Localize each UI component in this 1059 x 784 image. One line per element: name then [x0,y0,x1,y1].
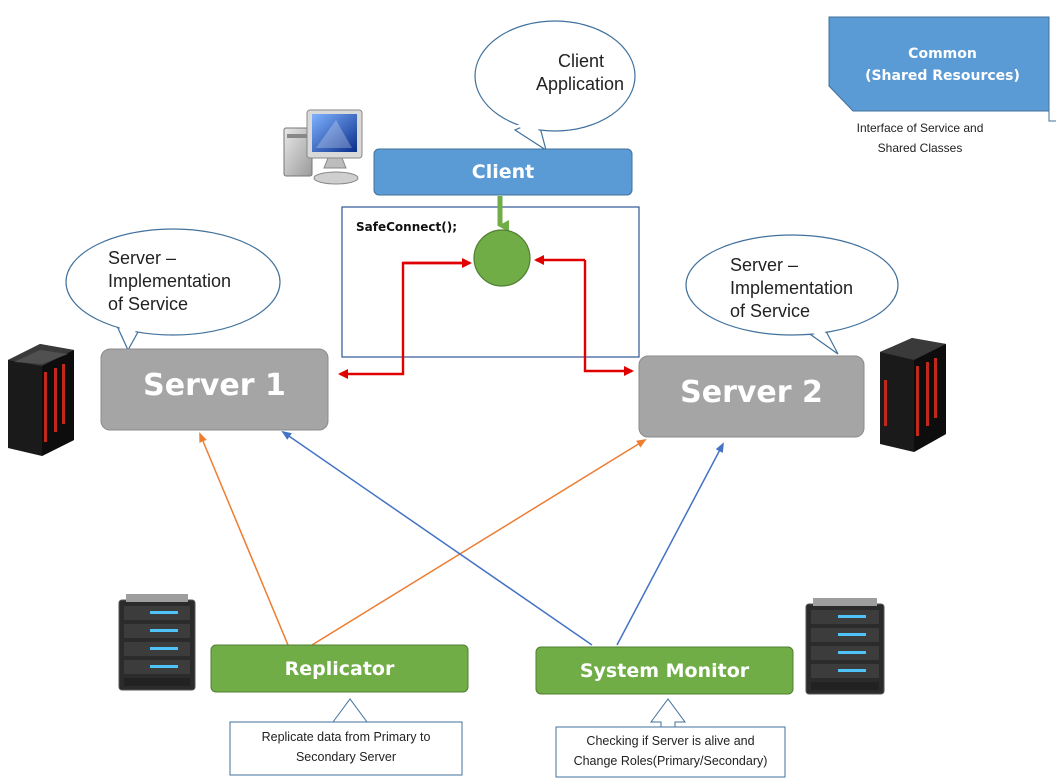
monitor-box-shape [535,646,794,695]
client-speech-bubble [474,20,636,152]
replicator-note-line2: Secondary Server [295,750,397,764]
monitor-rack-icon [805,598,885,695]
monitor-box[interactable]: System Monitor [536,647,793,694]
monitor-label: System Monitor [579,659,750,682]
common-note-line1: Interface of Service and [856,121,984,135]
server1-tower-icon [8,344,74,456]
server2-bubble-line1: Server – [730,255,799,275]
server1-label: Server 1 [143,367,286,403]
server1-connector-link [338,258,472,379]
server1-bubble-line2: Implementation [108,271,232,291]
server1-bubble-line1: Server – [108,248,177,268]
monitor-note-box [555,726,786,778]
monitor-to-server1-arrow [281,430,593,646]
safeconnect-call: SafeConnect(); [356,220,457,234]
monitor-up-arrow [650,698,686,731]
common-note: Interface of Service and Shared Classes [832,118,1008,158]
server2-bubble-text: Server – Implementation of Service [730,254,890,320]
client-box[interactable]: Client [374,149,632,195]
server1-bubble-line3: of Service [108,294,189,313]
common-line2: (Shared Resources) [865,68,1020,84]
replicator-note-line1: Replicate data from Primary to [261,730,431,744]
replicator-box-shape [210,644,469,693]
common-callout-line [1048,111,1056,122]
server2-tower-icon [880,338,946,452]
monitor-note-line2: Change Roles(Primary/Secondary) [573,754,768,768]
server2-connector-link [534,255,634,376]
replicator-label: Replicator [284,657,395,680]
replicator-to-server2-arrow [311,438,647,646]
monitor-note-line1: Checking if Server is alive and [586,734,755,748]
common-shape [828,16,1050,112]
server2-label: Server 2 [680,374,823,410]
server2-box[interactable]: Server 2 [639,356,864,428]
client-label: Client [471,161,535,183]
server2-speech-bubble [685,234,899,355]
replicator-rack-icon [118,594,196,691]
server2-bubble-line2: Implementation [730,278,854,298]
connector-circle [473,229,531,287]
replicator-box[interactable]: Replicator [211,645,468,692]
computer-icon [283,109,363,185]
server1-bubble-text: Server – Implementation of Service [108,247,268,313]
server1-speech-bubble [65,228,281,352]
client-bubble-line2: Application [536,74,625,94]
server1-box-shape [100,348,329,431]
server2-bubble-line3: of Service [730,301,811,320]
client-bubble-text: Client Application [528,50,638,96]
client-bubble-line1: Client [558,51,605,71]
replicator-note-box [229,721,463,776]
server2-box-shape [638,355,865,438]
monitor-to-server2-arrow [616,442,724,646]
server1-box[interactable]: Server 1 [101,349,328,421]
monitor-note: Checking if Server is alive and Change R… [556,731,785,771]
common-note-line2: Shared Classes [877,141,963,155]
replicator-note: Replicate data from Primary to Secondary… [230,727,462,767]
common-line1: Common [908,46,977,62]
replicator-to-server1-arrow [199,432,289,646]
common-box[interactable]: Common (Shared Resources) [836,40,1049,90]
client-box-shape [373,148,633,196]
